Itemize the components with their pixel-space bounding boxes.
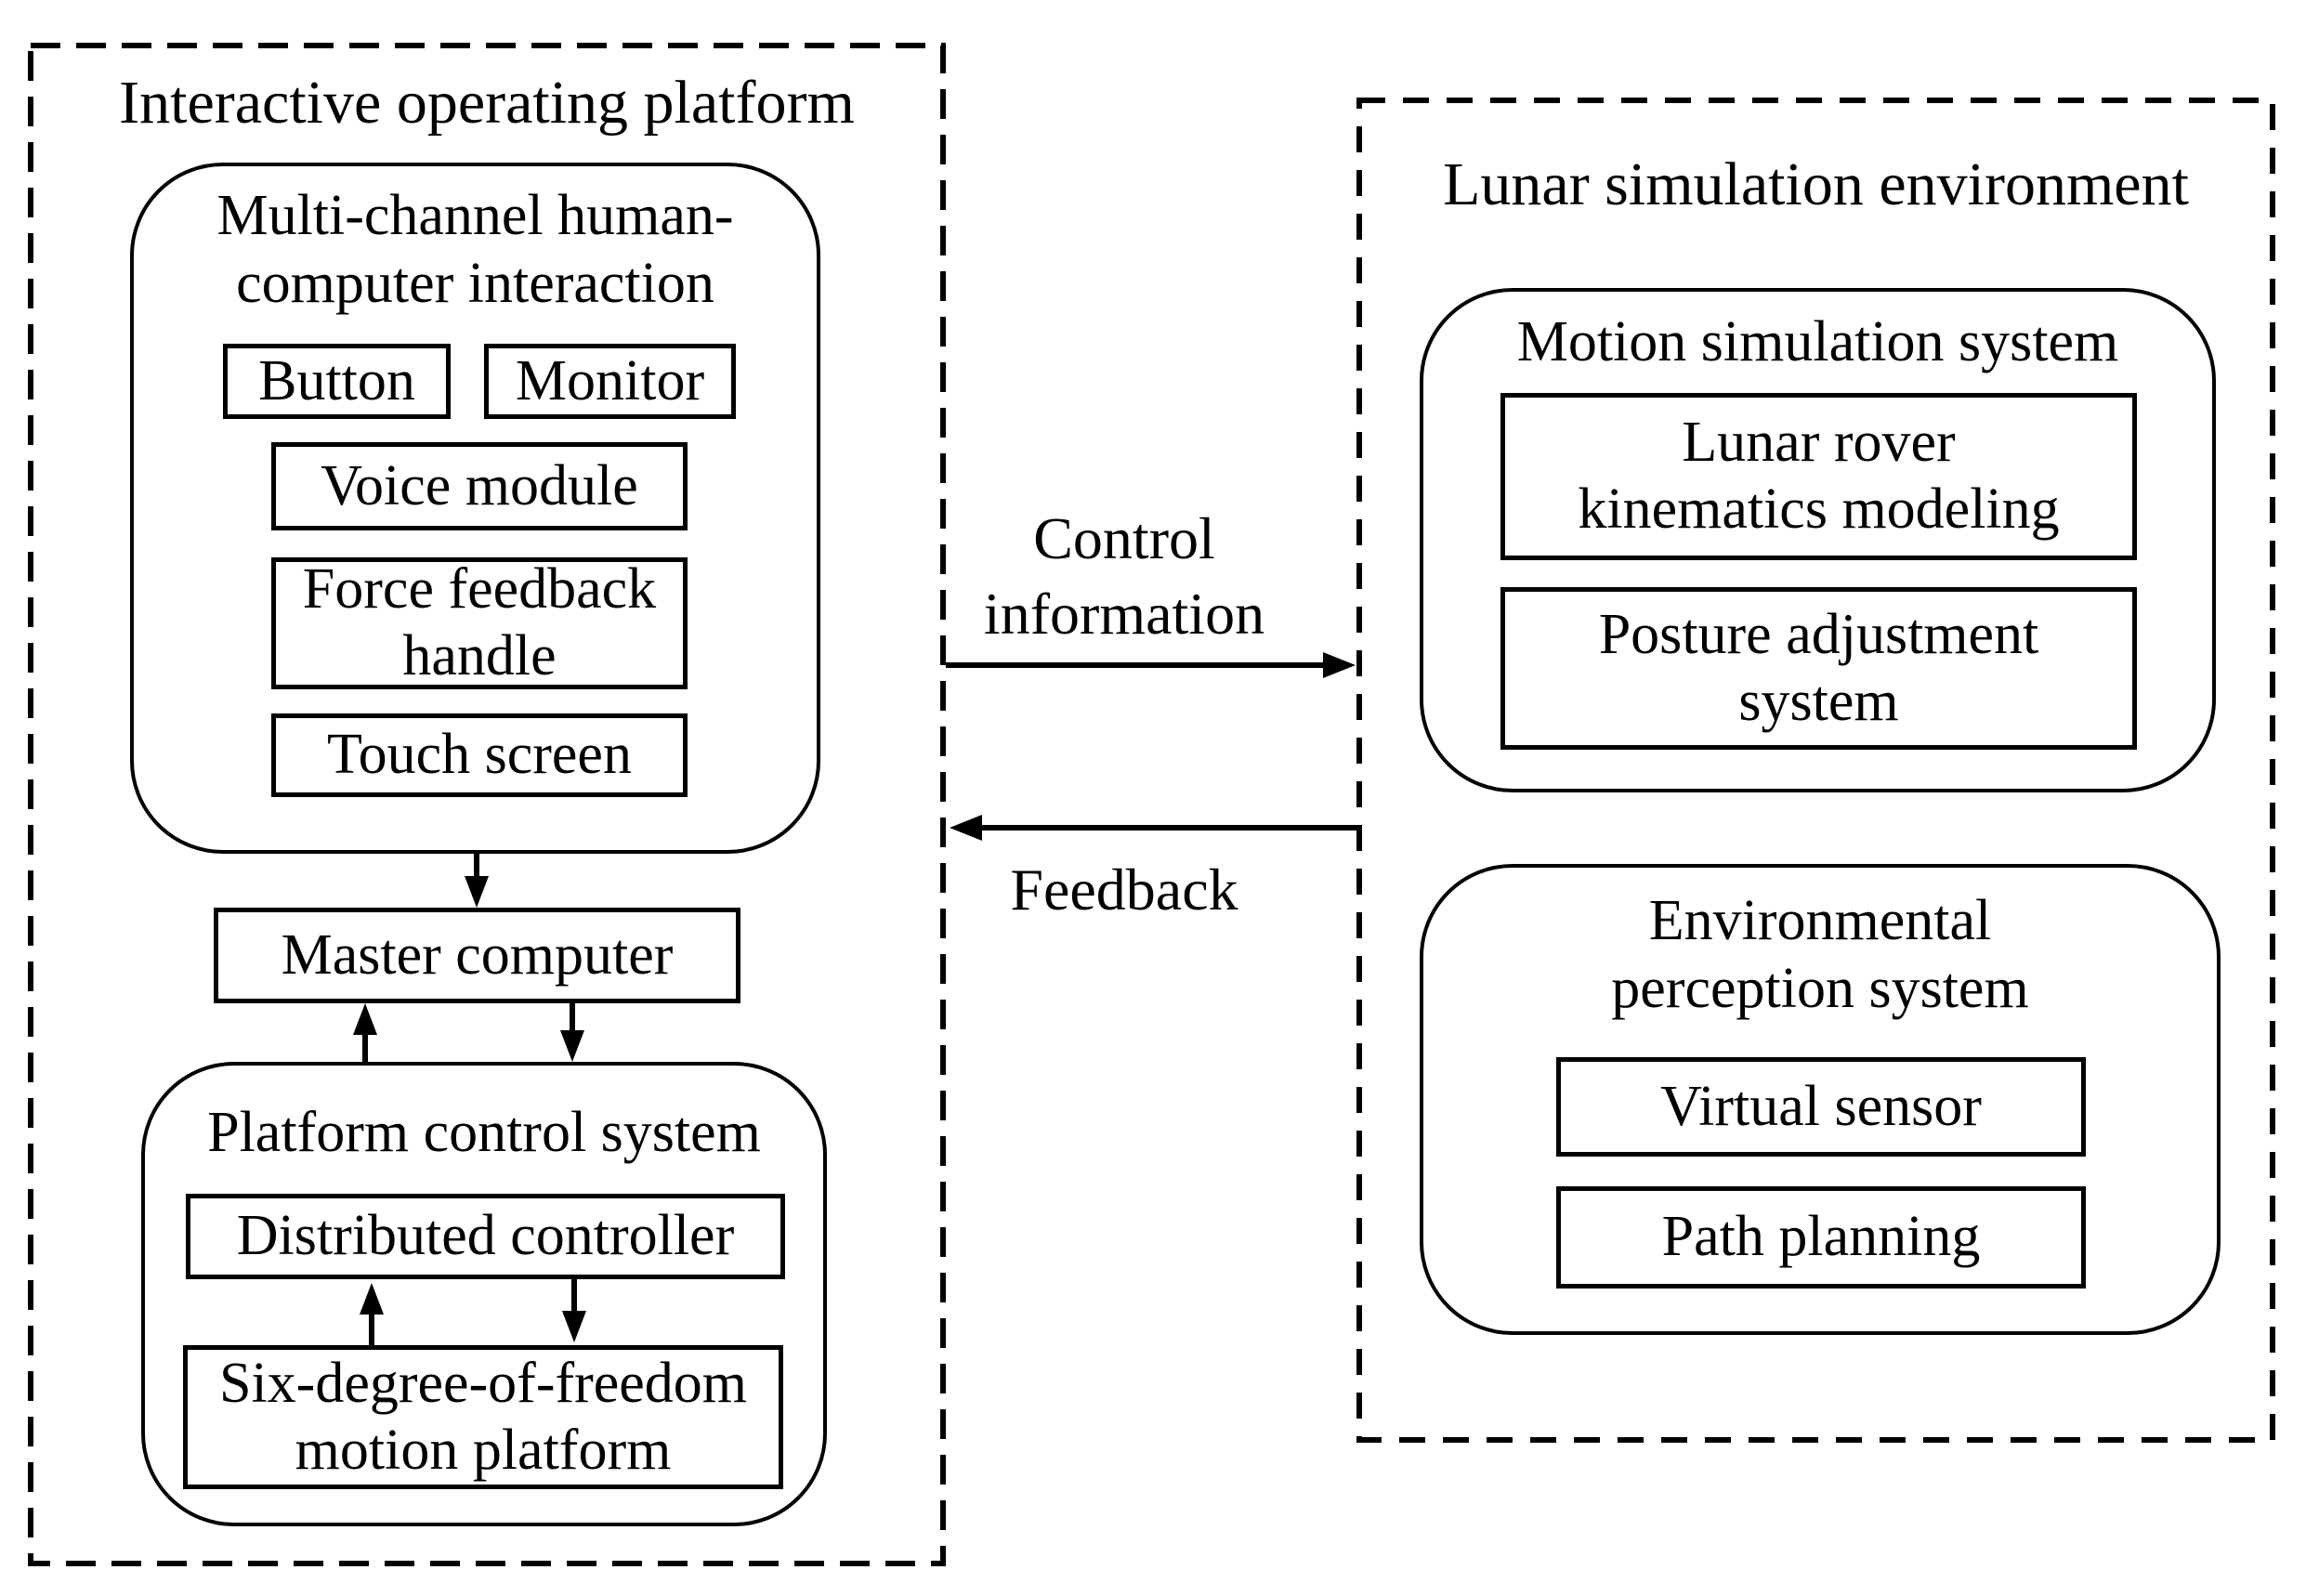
multichannel-title-line2: computer interaction (236, 252, 714, 316)
monitor-node-label: Monitor (515, 348, 705, 412)
left-dashed-container-border (28, 43, 946, 1566)
sixdof-line1: Six-degree-of-freedom (218, 1351, 748, 1415)
master-computer-node-label: Master computer (281, 922, 674, 987)
multichannel-title-line1: Multi-channel human- (216, 184, 734, 247)
environmental-title-line2: perception system (1611, 957, 2029, 1021)
platform-control-group (141, 1062, 827, 1526)
arrow-control-information (946, 652, 1356, 678)
motion-simulation-group (1420, 288, 2216, 792)
force-feedback-line2: handle (402, 624, 557, 687)
posture-adjustment-node: Posture adjustment system (1500, 587, 2137, 750)
sixdof-motion-platform-node: Six-degree-of-freedom motion platform (183, 1345, 783, 1489)
environmental-title-line1: Environmental (1648, 889, 1992, 952)
virtual-sensor-node: Virtual sensor (1556, 1057, 2086, 1157)
multichannel-group-title: Multi-channel human- computer interactio… (130, 182, 820, 318)
touch-screen-node-label: Touch screen (327, 723, 632, 787)
right-panel-title: Lunar simulation environment (1443, 150, 2189, 218)
platform-control-group-title: Platform control system (207, 1101, 761, 1164)
arrow-distributed-to-sixdof (562, 1279, 586, 1342)
arrow-master-to-platform (560, 1003, 584, 1062)
left-panel-title: Interactive operating platform (119, 69, 855, 137)
lunar-rover-kinematics-node: Lunar rover kinematics modeling (1500, 393, 2137, 560)
voice-module-node: Voice module (271, 442, 688, 530)
control-information-line2: information (983, 580, 1265, 647)
posture-adjustment-line1: Posture adjustment (1598, 602, 2039, 666)
environmental-perception-group-title: Environmental perception system (1420, 887, 2221, 1023)
right-dashed-container-border (1356, 98, 2275, 1443)
distributed-controller-node: Distributed controller (186, 1194, 785, 1279)
control-information-label: Control information (892, 502, 1356, 651)
button-node: Button (223, 344, 451, 419)
master-computer-node: Master computer (214, 908, 740, 1003)
lunar-rover-line2: kinematics modeling (1578, 477, 2060, 541)
virtual-sensor-node-label: Virtual sensor (1660, 1074, 1982, 1138)
multichannel-group (130, 163, 820, 854)
path-planning-node-label: Path planning (1661, 1205, 1981, 1269)
voice-module-node-label: Voice module (321, 453, 638, 517)
touch-screen-node: Touch screen (271, 713, 688, 797)
path-planning-node: Path planning (1556, 1186, 2086, 1289)
environmental-perception-group (1420, 864, 2221, 1335)
force-feedback-line1: Force feedback (302, 557, 657, 621)
button-node-label: Button (258, 348, 415, 412)
force-feedback-handle-node: Force feedback handle (271, 557, 688, 689)
sixdof-line2: motion platform (295, 1418, 672, 1482)
lunar-rover-line1: Lunar rover (1682, 411, 1956, 475)
monitor-node: Monitor (484, 344, 736, 419)
motion-simulation-group-title: Motion simulation system (1516, 310, 2119, 373)
arrow-sixdof-to-distributed (360, 1283, 384, 1345)
posture-adjustment-line2: system (1738, 669, 1899, 733)
distributed-controller-node-label: Distributed controller (236, 1204, 735, 1268)
arrow-feedback (950, 815, 1357, 841)
arrow-platform-to-master (353, 1003, 377, 1062)
control-information-line1: Control (1033, 505, 1215, 571)
feedback-label: Feedback (1010, 857, 1238, 922)
arrow-multichannel-to-master (465, 854, 489, 908)
